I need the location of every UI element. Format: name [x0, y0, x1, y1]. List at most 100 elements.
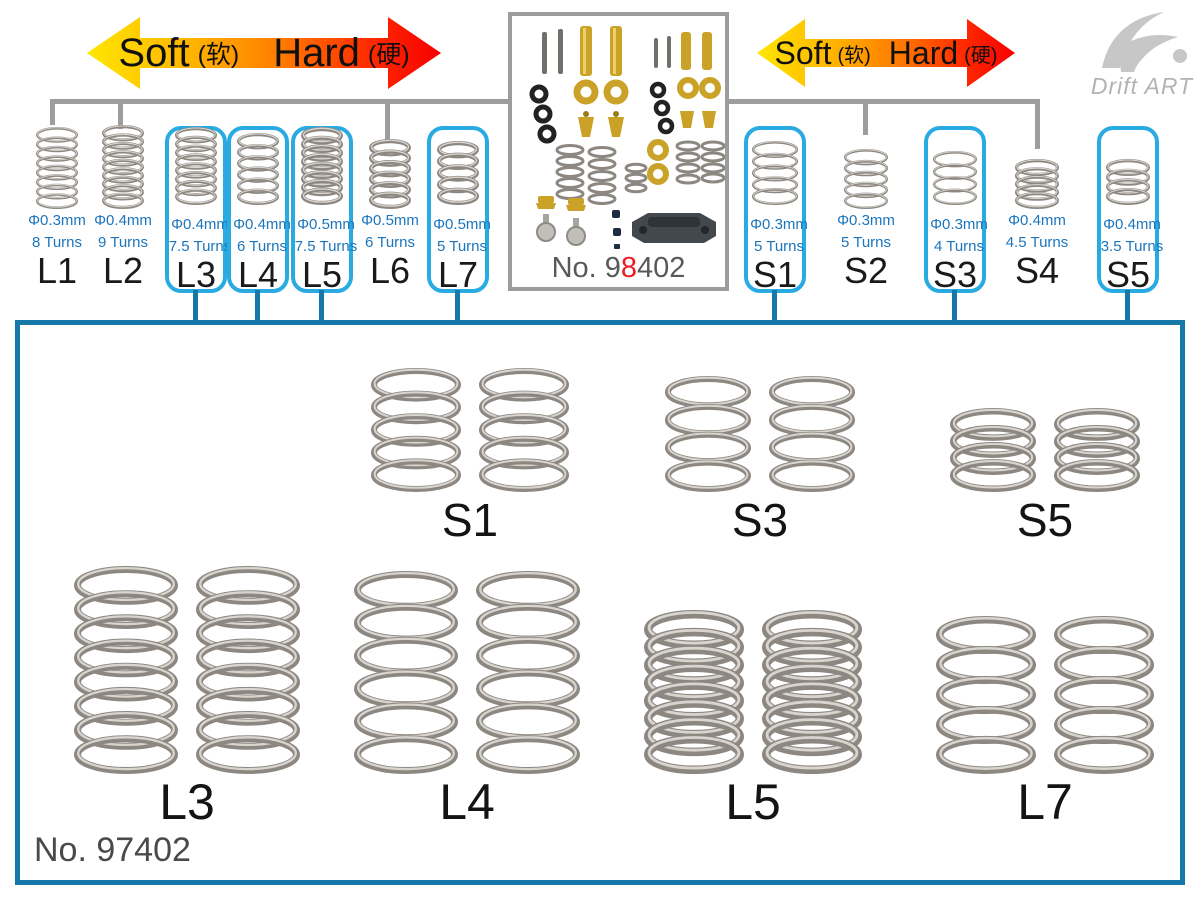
- gradient-arrow-icon: [87, 17, 441, 89]
- turns-count: 4.5 Turns: [1005, 234, 1069, 251]
- spring-photo: [174, 126, 218, 206]
- spring-id: L1: [36, 250, 78, 291]
- connector-line: [255, 290, 260, 322]
- spring-id: L6: [369, 250, 411, 291]
- connector-line: [193, 290, 198, 322]
- spring-photo: [478, 367, 570, 493]
- wire-diameter: Φ0.4mm: [171, 216, 229, 233]
- spring-photo: [370, 367, 462, 493]
- pair-label-L7: L7: [1017, 774, 1073, 830]
- pair-label-S3: S3: [731, 494, 789, 546]
- turns-count: 5 Turns: [436, 238, 488, 255]
- pair-label-S1: S1: [441, 494, 499, 546]
- spring-column-S5: Φ0.4mm 3.5 Turns S5: [1097, 126, 1163, 295]
- spring-photo: [353, 570, 459, 775]
- gradient-arrow-icon: [757, 19, 1015, 87]
- connector-line: [50, 99, 508, 104]
- spring-id: L4: [237, 254, 279, 295]
- spring-column-S1: Φ0.3mm 5 Turns S1: [744, 126, 808, 295]
- spring-photo: [751, 140, 799, 206]
- spring-id: S5: [1105, 254, 1151, 295]
- spring-pair-L5: [643, 609, 863, 775]
- softness-arrow-left: Soft (软) Hard (硬): [85, 13, 443, 93]
- spring-photo: [768, 375, 856, 493]
- spring-column-L2: Φ0.4mm 9 Turns L2: [92, 124, 154, 293]
- spring-photo: [73, 565, 179, 775]
- wire-diameter: Φ0.4mm: [233, 216, 291, 233]
- spring-column-S3: Φ0.3mm 4 Turns S3: [924, 126, 988, 295]
- wire-diameter: Φ0.5mm: [361, 212, 419, 229]
- turns-count: 5 Turns: [840, 234, 892, 251]
- spring-photo: [1014, 158, 1060, 210]
- spring-column-L3: Φ0.4mm 7.5 Turns L3: [165, 126, 231, 295]
- softness-arrow-right: Soft (软) Hard (硬): [755, 13, 1017, 93]
- wire-diameter: Φ0.4mm: [1103, 216, 1161, 233]
- connector-line: [729, 99, 1040, 104]
- logo-text: Drift ART: [1090, 73, 1194, 99]
- soft-label: Soft: [118, 30, 190, 75]
- spring-photo: [643, 609, 745, 775]
- spring-photo: [843, 148, 889, 210]
- spring-id: L7: [437, 254, 479, 295]
- spring-photo: [300, 126, 344, 206]
- connector-line: [319, 290, 324, 322]
- spring-photo: [436, 140, 480, 206]
- connector-line: [385, 99, 390, 139]
- wire-diameter: Φ0.4mm: [94, 212, 152, 229]
- kit-number-suffix: 402: [637, 252, 686, 284]
- soft-label-zh: (软): [197, 41, 240, 69]
- kit-number-red-digit: 8: [620, 252, 638, 284]
- set-number: No. 97402: [34, 831, 191, 869]
- turns-count: 6 Turns: [236, 238, 288, 255]
- spring-photo: [368, 138, 412, 210]
- turns-count: 4 Turns: [933, 238, 985, 255]
- spring-pair-S5: [949, 407, 1141, 493]
- spring-pair-S1: [370, 367, 570, 493]
- pair-label-L4: L4: [439, 774, 495, 830]
- drift-art-logo: Drift ART: [1088, 8, 1196, 100]
- pair-label-L3: L3: [159, 774, 215, 830]
- pair-label-L5: L5: [725, 774, 781, 830]
- turns-count: 5 Turns: [753, 238, 805, 255]
- connector-line: [455, 290, 460, 322]
- spring-photo: [761, 609, 863, 775]
- wire-diameter: Φ0.4mm: [1008, 212, 1066, 229]
- turns-count: 3.5 Turns: [1100, 238, 1164, 255]
- spring-pair-L3: [73, 565, 301, 775]
- connector-line: [1125, 290, 1130, 322]
- soft-label: Soft: [774, 34, 832, 71]
- soft-label-zh: (软): [837, 44, 871, 67]
- spring-column-L7: Φ0.5mm 5 Turns L7: [427, 126, 491, 295]
- spring-photo: [236, 132, 280, 206]
- connector-line: [50, 99, 55, 125]
- spring-column-S2: Φ0.3mm 5 Turns S2: [835, 126, 897, 293]
- hard-label-zh: (硬): [964, 44, 998, 67]
- spring-column-L6: Φ0.5mm 6 Turns L6: [359, 126, 421, 293]
- turns-count: 6 Turns: [364, 234, 416, 251]
- spring-id: L5: [301, 254, 343, 295]
- wire-diameter: Φ0.3mm: [930, 216, 988, 233]
- wire-diameter: Φ0.5mm: [433, 216, 491, 233]
- spring-photo: [1105, 158, 1151, 206]
- hard-label-zh: (硬): [367, 41, 410, 69]
- spring-photo: [35, 126, 79, 210]
- connector-line: [772, 290, 777, 322]
- spring-id: L3: [175, 254, 217, 295]
- spring-id: S4: [1014, 250, 1060, 291]
- wire-diameter: Φ0.3mm: [837, 212, 895, 229]
- spring-photo: [664, 375, 752, 493]
- kit-number-prefix: No. 9: [551, 252, 621, 284]
- softness-arrow-text: Soft (软) Hard (硬): [755, 13, 1017, 93]
- spring-id: S2: [843, 250, 889, 291]
- wire-diameter: Φ0.3mm: [750, 216, 808, 233]
- hard-label: Hard: [888, 34, 959, 71]
- turns-count: 9 Turns: [97, 234, 149, 251]
- spring-photo: [1053, 615, 1155, 775]
- spring-column-L1: Φ0.3mm 8 Turns L1: [26, 126, 88, 293]
- kit-number: No. 98402: [512, 252, 725, 285]
- spring-id: L2: [102, 250, 144, 291]
- wire-diameter: Φ0.5mm: [297, 216, 355, 233]
- spring-photo: [949, 407, 1037, 493]
- spring-photo: [935, 615, 1037, 775]
